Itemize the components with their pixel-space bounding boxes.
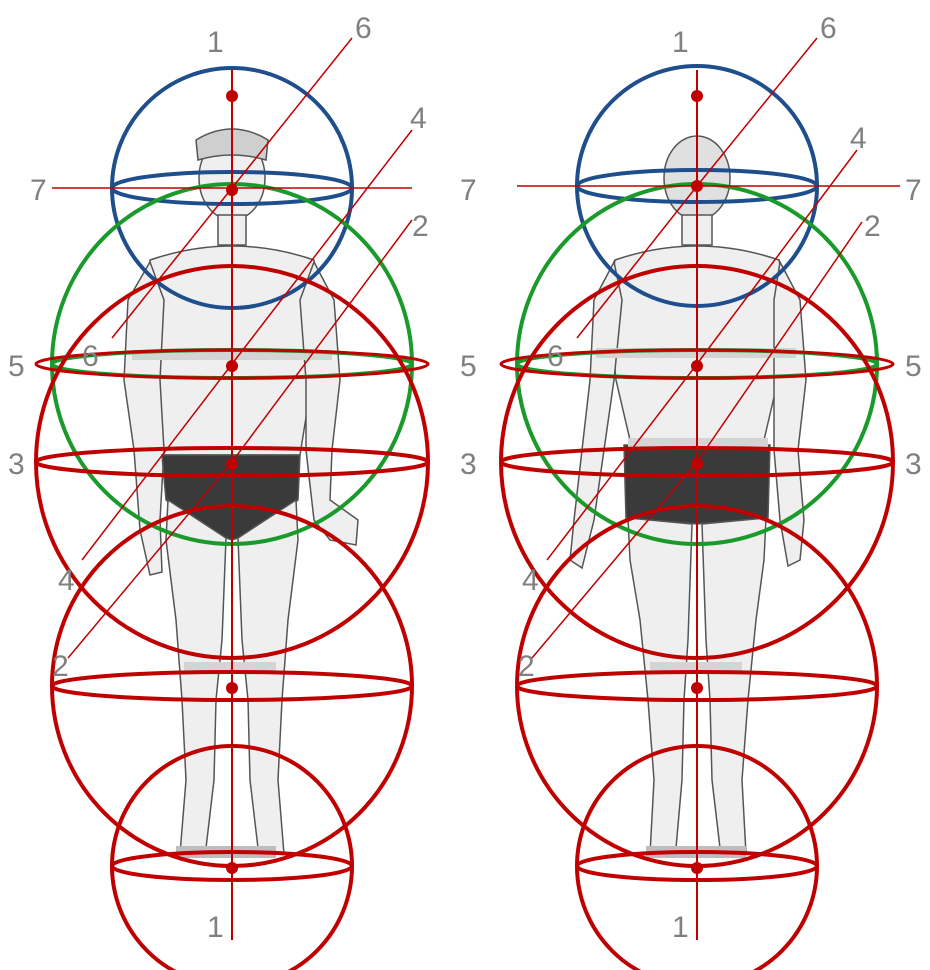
front-center-dot-hip: [226, 458, 238, 470]
front-left-leg: [165, 498, 227, 855]
front-leader-6-upper: [231, 37, 353, 189]
front-label-lower-2: 2: [52, 650, 69, 683]
back-label-top-1: 1: [672, 26, 689, 59]
front-marker-band-knee: [184, 662, 276, 671]
back-leader-2-upper: [696, 221, 863, 463]
back-label-right-7: 7: [905, 174, 922, 207]
back-label-left-3: 3: [460, 448, 477, 481]
back-center-dot-chest: [691, 360, 703, 372]
back-center-dot-knee: [691, 682, 703, 694]
back-label-lower-4: 4: [522, 564, 539, 597]
back-leader-2-lower: [531, 461, 698, 659]
front-figure-group: 1 6 7 4 2 6 5 3 4 2 1: [8, 12, 430, 970]
front-label-left-3: 3: [8, 448, 25, 481]
back-right-leg: [701, 517, 767, 855]
back-leader-6-lower: [576, 185, 698, 339]
back-leader-4-lower: [546, 363, 698, 561]
front-center-dot-chest: [226, 360, 238, 372]
front-right-leg: [237, 498, 299, 855]
front-center-dot-foot: [226, 862, 238, 874]
back-leader-4-upper: [696, 149, 858, 365]
back-center-dot-top: [691, 90, 703, 102]
front-label-inner-6: 6: [82, 340, 99, 373]
front-leader-4-upper: [231, 129, 413, 365]
back-label-left-7: 7: [460, 174, 477, 207]
back-label-right-4: 4: [850, 122, 867, 155]
front-label-left-5: 5: [8, 350, 25, 383]
back-label-bottom-1: 1: [672, 911, 689, 944]
front-center-dot-knee: [226, 682, 238, 694]
front-label-top-1: 1: [207, 26, 224, 59]
back-center-dot-foot: [691, 862, 703, 874]
back-label-lower-2: 2: [518, 650, 535, 683]
front-center-dot-head: [226, 184, 238, 196]
back-center-dot-head: [691, 180, 703, 192]
front-body-figure: [123, 128, 359, 858]
front-label-lower-4: 4: [58, 564, 75, 597]
back-label-right-3: 3: [905, 448, 922, 481]
back-center-dot-hip: [691, 458, 703, 470]
front-leader-2-upper: [231, 219, 413, 463]
back-leader-6-upper: [696, 37, 818, 187]
front-label-right-2: 2: [412, 210, 429, 243]
back-label-top-6: 6: [820, 12, 837, 45]
back-label-inner-6: 6: [547, 340, 564, 373]
front-label-top-6: 6: [355, 12, 372, 45]
front-leader-4-lower: [81, 363, 233, 561]
front-center-dot-top: [226, 90, 238, 102]
back-figure-group: 1 6 7 7 4 2 6 5 5 3 3 4 2 1: [460, 12, 922, 970]
back-label-right-2: 2: [864, 210, 881, 243]
front-label-bottom-1: 1: [207, 911, 224, 944]
front-left-arm: [123, 260, 165, 576]
front-label-left-7: 7: [30, 174, 47, 207]
back-label-left-5: 5: [460, 350, 477, 383]
front-label-right-4: 4: [410, 102, 427, 135]
back-body-figure: [569, 135, 807, 858]
back-left-leg: [627, 517, 693, 855]
back-label-right-5: 5: [905, 350, 922, 383]
front-leader-6-lower: [111, 187, 233, 339]
front-leader-2-lower: [67, 461, 233, 659]
back-left-arm: [569, 259, 623, 570]
